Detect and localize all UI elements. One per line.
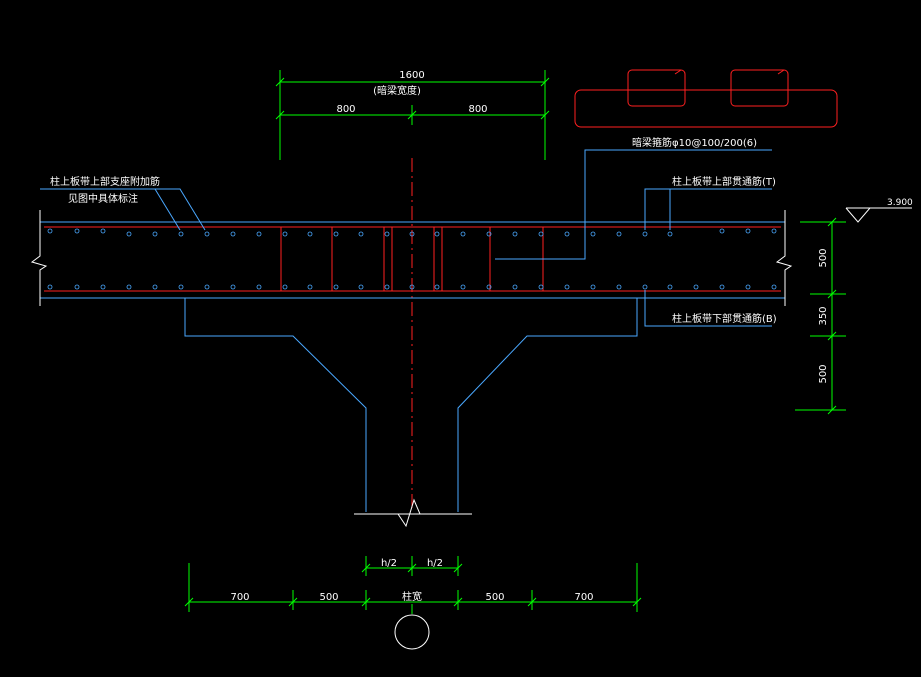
dim-bottom-left-outer: 700 bbox=[230, 592, 249, 603]
column-break bbox=[354, 498, 472, 528]
dim-col-half-left: h/2 bbox=[381, 558, 397, 569]
label-top-left-line2: 见图中具体标注 bbox=[68, 192, 138, 205]
slab-outline bbox=[40, 221, 785, 299]
dim-bottom-center: 柱宽 bbox=[402, 590, 422, 603]
label-stirrup-note: 暗梁箍筋φ10@100/200(6) bbox=[632, 136, 757, 149]
elevation-marker bbox=[845, 207, 912, 223]
section-thumbnail bbox=[574, 69, 838, 128]
elevation-value: 3.900 bbox=[887, 198, 913, 208]
dim-half-left: 800 bbox=[336, 104, 355, 115]
axis-bubble bbox=[394, 614, 430, 650]
column-half-dimension bbox=[361, 556, 463, 576]
top-dimension bbox=[275, 70, 550, 160]
leader-lines bbox=[40, 149, 772, 327]
right-vertical-dimension bbox=[795, 217, 846, 415]
bottom-dimension bbox=[184, 563, 642, 614]
slab-break-lines bbox=[30, 210, 793, 306]
label-top-left-line1: 柱上板带上部支座附加筋 bbox=[50, 175, 160, 188]
dim-beam-note: (暗梁宽度) bbox=[373, 84, 421, 97]
dim-bottom-right-outer: 700 bbox=[574, 592, 593, 603]
dim-total-width: 1600 bbox=[399, 70, 424, 81]
dim-bottom-right-inner: 500 bbox=[485, 592, 504, 603]
dim-depth-lower: 500 bbox=[818, 364, 829, 383]
dim-depth-upper: 500 bbox=[818, 248, 829, 267]
dim-bottom-left-inner: 500 bbox=[319, 592, 338, 603]
rebar-dots-bottom bbox=[47, 284, 777, 290]
label-bottom-right: 柱上板带下部贯通筋(B) bbox=[672, 312, 777, 325]
dim-half-right: 800 bbox=[468, 104, 487, 115]
stirrups bbox=[280, 227, 544, 291]
label-top-right: 柱上板带上部贯通筋(T) bbox=[672, 175, 776, 188]
dim-col-half-right: h/2 bbox=[427, 558, 443, 569]
dim-depth-mid: 350 bbox=[818, 306, 829, 325]
drop-panel-outline bbox=[184, 298, 638, 512]
rebar-dots-top bbox=[47, 228, 777, 237]
